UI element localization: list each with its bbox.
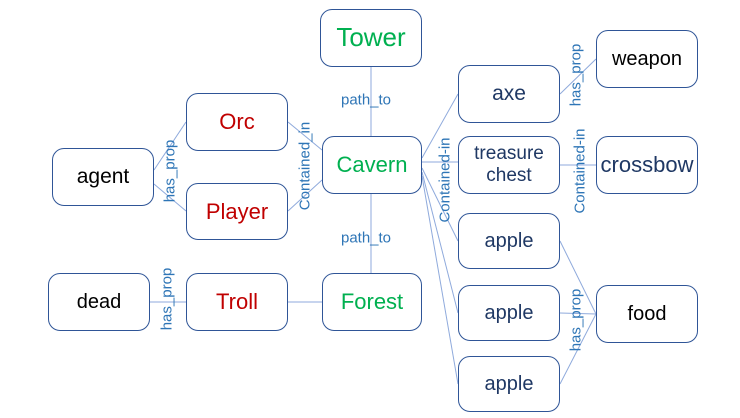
node-apple-2: apple [458,285,560,341]
edge-axe-weapon [559,58,597,95]
edge-apple-1-food [559,240,597,315]
edge-apple-2-food [559,312,597,315]
edge-cavern-axe [421,93,459,159]
edge-apple-3-food [559,313,597,385]
node-agent: agent [52,148,154,206]
node-dead: dead [48,273,150,331]
node-forest: Forest [322,273,422,331]
edge-label-path-to-tower: path_to [340,91,392,109]
node-orc: Orc [186,93,288,151]
node-food: food [596,285,698,343]
node-tower: Tower [320,9,422,67]
node-axe: axe [458,65,560,123]
node-apple-3: apple [458,356,560,412]
node-troll: Troll [186,273,288,331]
edge-label-has-prop-weapon: has_prop [567,43,585,107]
edge-agent-orc [153,121,187,171]
edge-label-has-prop-dead: has_prop [158,267,176,331]
node-apple-1: apple [458,213,560,269]
node-treasure-chest: treasure chest [458,136,560,194]
edge-cavern-apple-1 [421,167,459,242]
edge-player-cavern [287,179,323,212]
edge-label-has-prop-agent: has_prop [161,139,179,203]
node-crossbow: crossbow [596,136,698,194]
edge-label-has-prop-food: has_prop [567,288,585,352]
node-cavern: Cavern [322,136,422,194]
edge-cavern-apple-3 [421,175,459,385]
node-player: Player [186,183,288,240]
edge-label-contained-in-characters: Contained_in [296,121,314,211]
edge-orc-cavern [287,121,323,151]
edge-agent-player [153,183,187,212]
edge-cavern-apple-2 [421,171,459,314]
node-weapon: weapon [596,30,698,88]
edge-label-contained-in-objects: Contained-in [436,137,454,223]
edge-label-path-to-forest: path_to [340,229,392,247]
edge-label-contained-in-crossbow: Contained-in [571,128,589,214]
